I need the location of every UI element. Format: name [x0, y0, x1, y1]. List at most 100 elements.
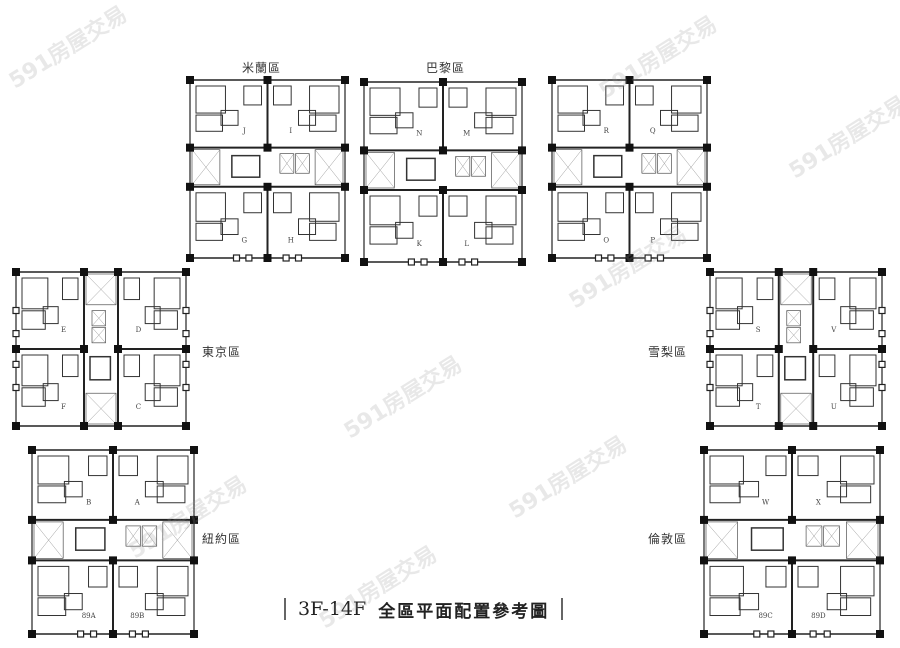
column	[360, 78, 368, 86]
room	[485, 226, 514, 245]
room	[780, 273, 812, 306]
zone-label-sydney: 雪梨區	[648, 345, 688, 359]
room	[840, 455, 875, 485]
column	[12, 268, 20, 276]
room	[557, 222, 586, 241]
room	[365, 152, 395, 189]
window-column	[232, 254, 241, 262]
room	[671, 114, 699, 132]
window-column	[458, 258, 466, 266]
room	[582, 218, 601, 236]
unit-label: W	[762, 499, 770, 507]
column	[774, 268, 783, 276]
column	[518, 146, 526, 155]
zone-label-tokyo: 東京區	[202, 345, 242, 359]
window-column	[407, 258, 415, 266]
wall	[846, 521, 879, 559]
room	[279, 153, 295, 174]
title-divider	[561, 598, 564, 620]
column	[109, 446, 117, 454]
window-column	[706, 383, 714, 392]
room	[660, 218, 679, 236]
room	[840, 383, 857, 402]
column	[186, 182, 194, 191]
column	[360, 186, 368, 194]
room	[737, 383, 754, 402]
column	[360, 258, 368, 266]
room	[141, 525, 158, 547]
column	[80, 345, 88, 353]
column	[182, 268, 190, 276]
column	[439, 146, 447, 155]
column	[518, 186, 526, 194]
room	[485, 195, 517, 226]
room	[395, 112, 414, 129]
room	[63, 480, 83, 498]
column	[80, 422, 88, 430]
wall	[805, 525, 823, 547]
room	[220, 218, 239, 236]
room	[582, 109, 601, 126]
room	[709, 597, 741, 617]
column	[190, 630, 198, 638]
column	[625, 76, 634, 84]
room	[37, 565, 70, 597]
room	[144, 383, 161, 402]
wall	[676, 149, 706, 185]
room	[715, 354, 743, 387]
room	[21, 277, 49, 310]
room	[826, 480, 848, 498]
room	[153, 387, 178, 407]
room	[840, 565, 875, 597]
wall	[786, 310, 801, 327]
room	[737, 306, 754, 325]
room	[448, 195, 468, 217]
room	[195, 114, 224, 132]
room	[485, 87, 517, 116]
window-column	[294, 254, 303, 262]
room	[42, 306, 59, 325]
room	[273, 85, 292, 106]
room	[21, 387, 46, 407]
window-column	[809, 630, 817, 638]
room	[786, 327, 801, 344]
column	[703, 76, 711, 84]
room	[709, 455, 744, 485]
room	[37, 455, 70, 485]
room	[231, 154, 261, 178]
column	[190, 556, 198, 565]
wall	[162, 521, 193, 559]
unit-label: I	[289, 127, 292, 135]
unit-label: S	[756, 326, 761, 334]
room	[705, 521, 738, 559]
window-column	[706, 330, 714, 338]
room	[123, 277, 141, 301]
wall	[33, 521, 64, 559]
room	[220, 109, 239, 126]
room	[474, 112, 493, 129]
column	[182, 345, 190, 353]
room	[709, 565, 744, 597]
room	[818, 354, 836, 378]
room	[840, 306, 857, 325]
room	[418, 87, 438, 108]
room	[195, 85, 226, 114]
column	[190, 446, 198, 454]
room	[780, 392, 812, 425]
room	[605, 85, 625, 106]
unit-label: R	[604, 127, 610, 135]
unit-label: T	[756, 403, 761, 411]
room	[156, 485, 186, 504]
column	[190, 515, 198, 524]
column	[439, 78, 447, 86]
column	[876, 446, 884, 454]
room	[671, 192, 702, 222]
wall	[553, 149, 583, 185]
room	[750, 527, 784, 551]
room	[123, 354, 141, 378]
